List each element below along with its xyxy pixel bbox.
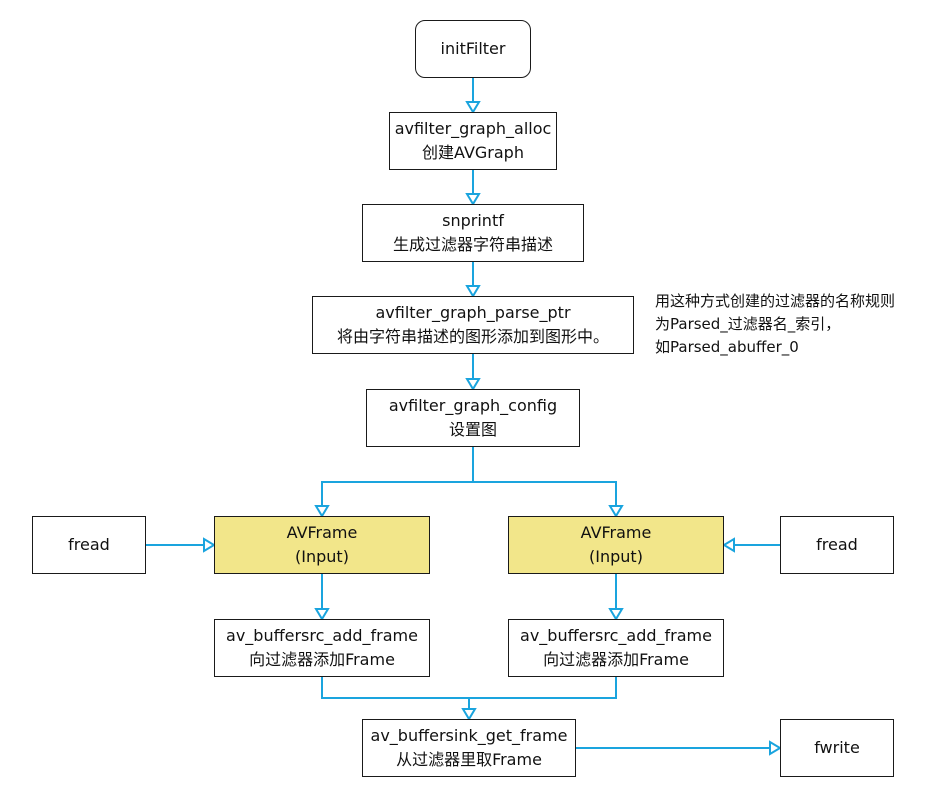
node-buffersink-get-desc: 从过滤器里取Frame bbox=[396, 750, 542, 769]
connector-merge-left bbox=[321, 677, 469, 699]
node-avframe-right-title: AVFrame bbox=[580, 523, 652, 542]
node-graph-alloc: avfilter_graph_alloc 创建AVGraph bbox=[389, 112, 557, 170]
node-snprintf: snprintf 生成过滤器字符串描述 bbox=[362, 204, 584, 262]
arrowhead-avframe-right-to-add bbox=[608, 608, 624, 621]
node-snprintf-func: snprintf bbox=[442, 211, 504, 230]
node-avframe-right: AVFrame (Input) bbox=[508, 516, 724, 574]
node-buffersrc-add-left: av_buffersrc_add_frame 向过滤器添加Frame bbox=[214, 619, 430, 677]
node-buffersrc-add-right-func: av_buffersrc_add_frame bbox=[520, 626, 712, 645]
connector-split-left bbox=[321, 481, 473, 508]
arrowhead-alloc-to-snprintf bbox=[465, 193, 481, 206]
node-buffersink-get: av_buffersink_get_frame 从过滤器里取Frame bbox=[362, 719, 576, 777]
naming-rule-note-line2: 为Parsed_过滤器名_索引， bbox=[655, 315, 841, 333]
node-fwrite: fwrite bbox=[780, 719, 894, 777]
node-avframe-left-title: AVFrame bbox=[286, 523, 358, 542]
arrowhead-to-buffersink bbox=[461, 708, 477, 721]
node-buffersrc-add-left-func: av_buffersrc_add_frame bbox=[226, 626, 418, 645]
naming-rule-note-line1: 用这种方式创建的过滤器的名称规则 bbox=[655, 292, 896, 310]
node-graph-config-desc: 设置图 bbox=[448, 420, 497, 439]
arrowhead-fread-right bbox=[722, 537, 735, 553]
naming-rule-note: 用这种方式创建的过滤器的名称规则 为Parsed_过滤器名_索引， 如Parse… bbox=[655, 290, 947, 359]
arrowhead-avframe-left-to-add bbox=[314, 608, 330, 621]
connector-split-right bbox=[473, 481, 617, 508]
arrowhead-to-avframe-left bbox=[314, 505, 330, 518]
arrowhead-sink-to-fwrite bbox=[769, 740, 782, 756]
node-buffersrc-add-right-desc: 向过滤器添加Frame bbox=[543, 650, 689, 669]
node-avframe-right-sub: (Input) bbox=[589, 547, 643, 566]
arrowhead-snprintf-to-parse bbox=[465, 285, 481, 298]
node-graph-parse: avfilter_graph_parse_ptr 将由字符串描述的图形添加到图形… bbox=[312, 296, 634, 354]
arrowhead-init-to-alloc bbox=[465, 101, 481, 114]
node-graph-config: avfilter_graph_config 设置图 bbox=[366, 389, 580, 447]
node-buffersink-get-func: av_buffersink_get_frame bbox=[370, 726, 568, 745]
node-fwrite-label: fwrite bbox=[814, 738, 860, 757]
node-graph-config-func: avfilter_graph_config bbox=[388, 396, 558, 415]
connector-merge-right bbox=[469, 677, 617, 699]
node-fread-right: fread bbox=[780, 516, 894, 574]
node-init-filter: initFilter bbox=[415, 20, 531, 78]
node-buffersrc-add-left-desc: 向过滤器添加Frame bbox=[249, 650, 395, 669]
node-fread-right-label: fread bbox=[816, 535, 858, 554]
arrowhead-to-avframe-right bbox=[608, 505, 624, 518]
arrowhead-parse-to-config bbox=[465, 378, 481, 391]
node-avframe-left-sub: (Input) bbox=[295, 547, 349, 566]
node-graph-parse-desc: 将由字符串描述的图形添加到图形中。 bbox=[336, 327, 609, 346]
node-graph-parse-func: avfilter_graph_parse_ptr bbox=[375, 303, 571, 322]
node-init-filter-label: initFilter bbox=[440, 39, 506, 58]
node-buffersrc-add-right: av_buffersrc_add_frame 向过滤器添加Frame bbox=[508, 619, 724, 677]
node-snprintf-desc: 生成过滤器字符串描述 bbox=[392, 235, 553, 254]
node-fread-left-label: fread bbox=[68, 535, 110, 554]
naming-rule-note-line3: 如Parsed_abuffer_0 bbox=[655, 338, 799, 356]
node-fread-left: fread bbox=[32, 516, 146, 574]
node-graph-alloc-func: avfilter_graph_alloc bbox=[394, 119, 552, 138]
node-graph-alloc-desc: 创建AVGraph bbox=[422, 143, 524, 162]
node-avframe-left: AVFrame (Input) bbox=[214, 516, 430, 574]
arrowhead-fread-left bbox=[203, 537, 216, 553]
